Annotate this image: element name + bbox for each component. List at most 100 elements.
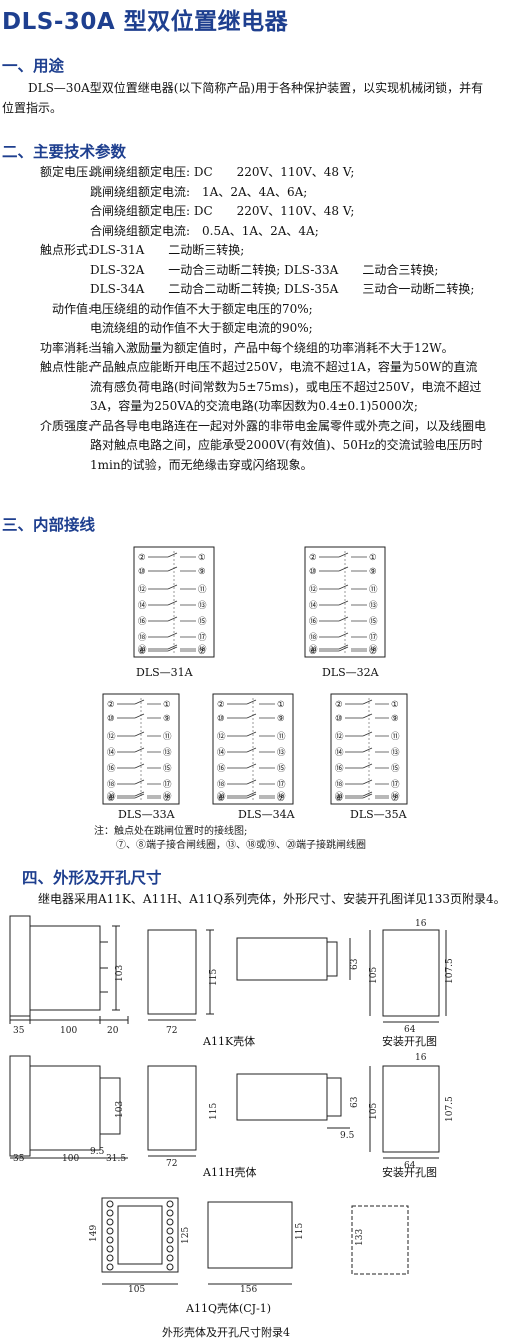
terminal-label: ②: [217, 700, 225, 710]
terminal-label: ⑧: [107, 794, 115, 804]
contact: [246, 699, 257, 705]
dimension-label: 115: [295, 1223, 305, 1240]
spec-value: 产品各导电电路连在一起对外露的非带电金属零件或外壳之间，以及线圈电路对触点电路之…: [90, 418, 487, 472]
terminal-label: ②: [309, 553, 317, 563]
contact: [167, 584, 178, 590]
diagram-caption-dls35a: DLS—35A: [350, 808, 407, 821]
contact: [362, 713, 373, 719]
terminal-label: ①: [198, 553, 206, 563]
spec-label: 触点形式:: [39, 243, 92, 257]
contact: [338, 644, 349, 650]
terminal-label: ⑫: [217, 732, 226, 742]
contact: [246, 763, 257, 769]
contact: [338, 616, 349, 622]
contact: [246, 793, 257, 799]
contact: [362, 779, 373, 785]
contact: [134, 763, 145, 769]
svg-text:103: 103: [115, 1101, 125, 1118]
dimension-label: 105: [128, 1285, 145, 1295]
a11q-window: [117, 1205, 163, 1265]
terminal-label: ⑳: [107, 792, 116, 802]
purpose-text: DLS—30A型双位置继电器(以下简称产品)用于各种保护装置，以实现机械闭锁，并…: [2, 81, 484, 115]
terminal-label: ②: [138, 553, 146, 563]
caption-a11h: A11H壳体: [203, 1166, 257, 1179]
spec-value: DLS-34A 二动合二动断二转换; DLS-35A 三动合一动断二转换;: [90, 282, 475, 296]
contact: [362, 747, 373, 753]
svg-text:35: 35: [13, 1154, 25, 1164]
terminal-label: ⑫: [309, 585, 318, 595]
spec-value: 跳闸绕组额定电流: 1A、2A、4A、6A;: [90, 184, 308, 199]
contact: [167, 566, 178, 572]
contact: [338, 632, 349, 638]
spec-value: 合闸绕组额定电压: DC 220V、110V、48 V;: [90, 204, 355, 218]
svg-text:115: 115: [209, 969, 219, 986]
contact: [362, 731, 373, 737]
svg-text:9.5: 9.5: [340, 1131, 355, 1141]
spec-label: 额定电压:: [39, 165, 92, 179]
terminal-label: ⑰: [277, 780, 286, 790]
svg-text:115: 115: [209, 1103, 219, 1120]
a11q-front: [101, 1197, 179, 1273]
page-title: DLS-30A 型双位置继电器: [2, 9, 289, 35]
terminal-label: ⑪: [391, 732, 400, 742]
terminal-label: ⑰: [391, 780, 400, 790]
terminal-hole: [106, 1227, 114, 1235]
terminal-label: ⑳: [309, 645, 318, 655]
contact: [167, 632, 178, 638]
contact: [246, 791, 257, 797]
terminal-label: ⑦: [277, 794, 285, 804]
spec-label: 功率消耗:: [39, 340, 92, 355]
contact: [362, 699, 373, 705]
spec-label: 触点性能:: [39, 360, 92, 374]
contact: [134, 779, 145, 785]
terminal-label: ①: [391, 700, 399, 710]
svg-text:64: 64: [404, 1025, 416, 1035]
terminal-label: ⑮: [198, 617, 207, 627]
terminal-hole: [166, 1227, 174, 1235]
terminal-label: ⑦: [163, 794, 171, 804]
diagram-frame: [330, 693, 408, 805]
diagram-frame: [102, 693, 180, 805]
terminal-label: ②: [107, 700, 115, 710]
spec-value: 当输入激励量为额定值时，产品中每个绕组的功率消耗不大于12W。: [90, 340, 454, 355]
terminal-label: ⑨: [198, 567, 206, 577]
terminal-label: ⑦: [369, 647, 377, 657]
svg-text:20: 20: [107, 1026, 119, 1036]
terminal-label: ⑲: [163, 792, 172, 802]
section-heading-wiring: 三、内部接线: [2, 516, 96, 534]
terminal-hole: [106, 1209, 114, 1217]
contact: [246, 779, 257, 785]
contact: [167, 552, 178, 558]
contact: [167, 644, 178, 650]
dimensions-text: 继电器采用A11K、A11H、A11Q系列壳体，外形尺寸、安装开孔图详见133页…: [38, 892, 506, 906]
terminal-label: ⑮: [391, 764, 400, 774]
caption-hole-h: 安装开孔图: [382, 1166, 437, 1179]
terminal-label: ⑩: [107, 714, 115, 724]
terminal-label: ⑫: [335, 732, 344, 742]
contact: [338, 600, 349, 606]
contact: [134, 713, 145, 719]
terminal-label: ⑮: [369, 617, 378, 627]
terminal-hole: [106, 1200, 114, 1208]
terminal-hole: [106, 1263, 114, 1271]
terminal-label: ⑮: [277, 764, 286, 774]
terminal-label: ⑨: [391, 714, 399, 724]
terminal-label: ⑬: [198, 601, 207, 611]
diagram-caption-dls34a: DLS—34A: [238, 808, 295, 821]
diagram-caption-dls33a: DLS—33A: [118, 808, 175, 821]
dimension-label: 125: [181, 1227, 191, 1244]
contact: [134, 747, 145, 753]
a11q-hole: [351, 1205, 409, 1275]
terminal-label: ⑬: [277, 748, 286, 758]
terminal-hole: [166, 1200, 174, 1208]
terminal-hole: [166, 1263, 174, 1271]
terminal-label: ⑲: [391, 792, 400, 802]
svg-text:63: 63: [350, 1096, 360, 1108]
dimension-label: 156: [240, 1285, 257, 1295]
svg-text:64: 64: [404, 1161, 416, 1171]
terminal-hole: [106, 1254, 114, 1262]
dimension-label: 133: [355, 1229, 365, 1246]
